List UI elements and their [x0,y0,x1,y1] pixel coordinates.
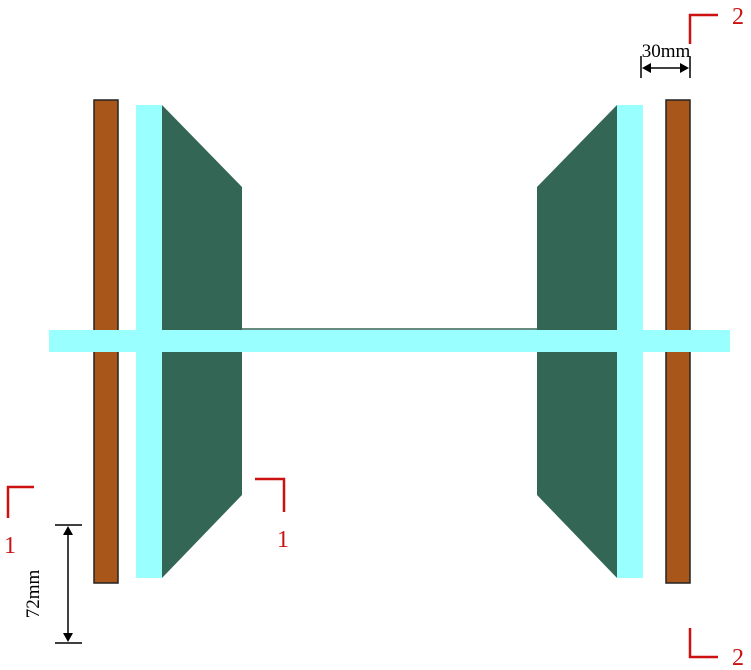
section-label-1-middle: 1 [277,527,289,553]
section-mark-2-top: 2 [688,4,744,44]
section-label-2-bottom: 2 [732,645,744,670]
dimension-30mm: 30mm [640,41,691,78]
section-label-1-left: 1 [4,533,16,559]
section-label-2-top: 2 [732,4,744,30]
dimension-72mm: 72mm [23,524,82,644]
section-mark-2-bottom: 2 [688,628,744,670]
dimension-label-72mm: 72mm [23,570,44,619]
section-mark-1-left: 1 [4,485,34,559]
horizontal-bar [49,330,730,352]
dimension-label-30mm: 30mm [642,41,691,62]
section-mark-1-middle: 1 [255,477,289,553]
